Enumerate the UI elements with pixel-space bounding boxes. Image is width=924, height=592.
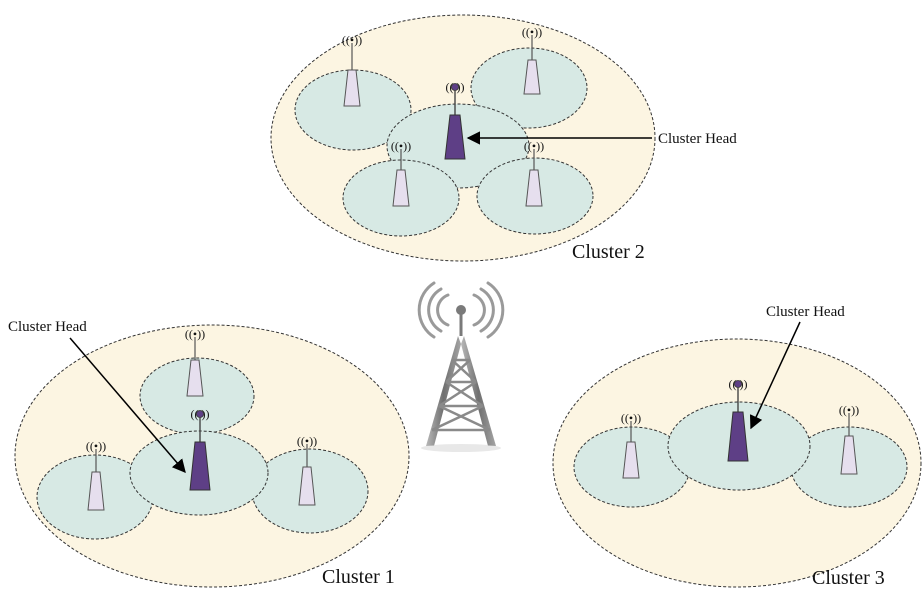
sensor-node-icon: ((•)) <box>524 139 544 207</box>
svg-text:((•)): ((•)) <box>621 411 641 425</box>
svg-text:((•)): ((•)) <box>524 139 544 153</box>
svg-text:((•)): ((•)) <box>185 327 205 341</box>
cluster-label: Cluster 1 <box>322 566 395 588</box>
cluster-head-node-icon: (( )) <box>189 407 211 491</box>
cluster-head-label: Cluster Head <box>658 131 737 147</box>
cluster-head-label: Cluster Head <box>766 304 845 320</box>
cluster-head-label: Cluster Head <box>8 319 87 335</box>
svg-text:((•)): ((•)) <box>522 25 542 39</box>
cluster-head-node-icon: (( )) <box>727 377 749 462</box>
svg-text:(( )): (( )) <box>446 80 465 94</box>
svg-text:(( )): (( )) <box>729 377 748 391</box>
cluster-label: Cluster 3 <box>812 567 885 589</box>
cluster-2: ((•)) ((•)) (( )) ((•)) ((•)) Cluster He… <box>270 14 737 263</box>
svg-text:((•)): ((•)) <box>86 439 106 453</box>
cluster-1: ((•)) ((•)) ((•)) (( )) Cluster Head Clu… <box>8 319 410 588</box>
sensor-node-icon: ((•)) <box>621 411 641 479</box>
sensor-node-icon: ((•)) <box>522 25 542 95</box>
sensor-node-icon: ((•)) <box>185 327 205 397</box>
cluster-3: ((•)) ((•)) (( )) Cluster Head Cluster 3 <box>552 304 922 589</box>
sensor-node-icon: ((•)) <box>839 403 859 475</box>
base-station-tower-icon <box>417 281 505 452</box>
svg-text:((•)): ((•)) <box>839 403 859 417</box>
svg-text:((•)): ((•)) <box>391 139 411 153</box>
radio-wave-icon <box>417 281 505 339</box>
svg-text:((•)): ((•)) <box>342 33 362 47</box>
sensor-node-icon: ((•)) <box>86 439 106 511</box>
cluster-head-node-icon: (( )) <box>444 80 466 160</box>
cluster-label: Cluster 2 <box>572 241 645 263</box>
cluster-head-arrow <box>749 321 801 430</box>
sensor-node-icon: ((•)) <box>342 33 362 107</box>
svg-text:(( )): (( )) <box>191 407 210 421</box>
svg-text:((•)): ((•)) <box>297 434 317 448</box>
sensor-node-icon: ((•)) <box>391 139 411 207</box>
sensor-node-icon: ((•)) <box>297 434 317 506</box>
cluster-head-arrow <box>69 337 186 474</box>
